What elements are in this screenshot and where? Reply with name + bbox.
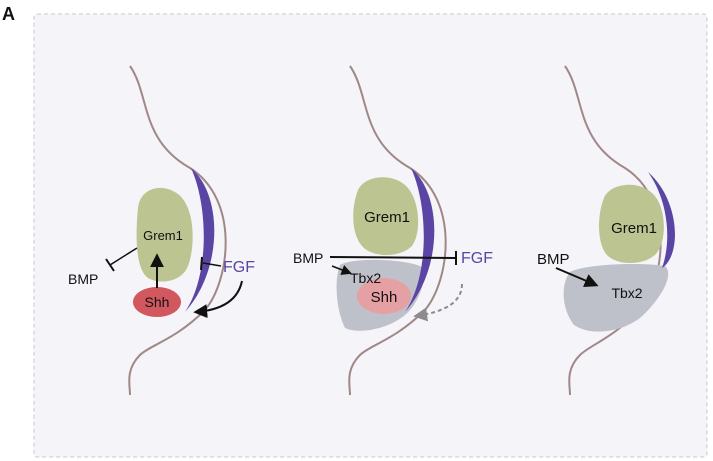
grem1-domain [599,184,664,263]
panel-label: A [2,4,15,24]
fgf-label: FGF [461,250,493,267]
shh-domain [357,278,411,314]
shh-label: Shh [371,289,398,306]
aer-ectoderm [405,168,435,312]
bmp-label: BMP [537,251,570,268]
grem1-domain [353,177,419,255]
bmp-label: BMP [68,271,98,287]
bmp-inhibits-fgf-line [329,256,457,259]
aer-ectoderm [185,168,215,312]
grem1-label: Grem1 [364,209,410,226]
fgf-to-shh-arrow [193,280,243,319]
grem1-inhibits-bmp-line [109,247,138,266]
panel-3: Grem1 Tbx2 BMP [537,65,675,396]
shh-label: Shh [145,294,170,310]
fgf-label: FGF [223,259,255,276]
fgf-inhibits-grem1-bar [200,256,203,271]
panel-2: Grem1 Shh Tbx2 BMP FGF [293,65,493,396]
shh-domain [133,287,181,317]
limb-bud-outline [128,65,227,396]
limb-bud-outline [348,65,447,396]
grem1-inhibits-bmp-bar [105,258,115,272]
grem1-label: Grem1 [611,220,657,237]
aer-ectoderm [648,172,675,268]
panel-1: Grem1 Shh BMP FGF [68,65,255,396]
bmp-to-tbx2-arrow [555,267,599,288]
grem1-label: Grem1 [143,228,183,243]
bmp-to-tbx2-arrow [331,265,352,275]
tbx2-label: Tbx2 [611,285,642,301]
fgf-inhibits-grem1-line [202,262,222,267]
tbx2-label: Tbx2 [350,270,381,286]
bmp-label: BMP [293,250,323,266]
